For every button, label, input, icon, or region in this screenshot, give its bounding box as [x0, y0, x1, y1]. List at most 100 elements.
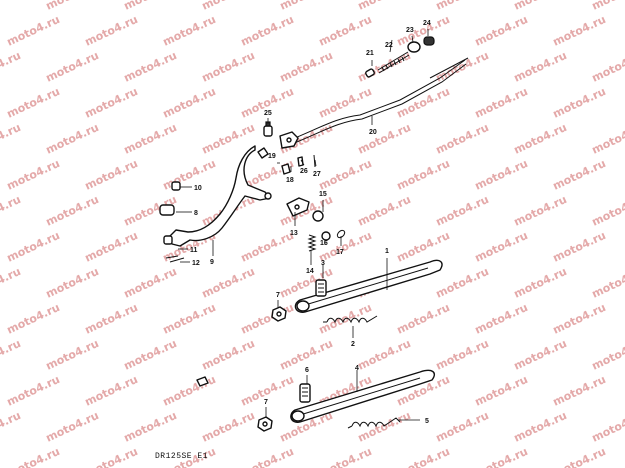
stand-switch-parts [281, 154, 346, 252]
watermark-text: moto4.ru [473, 373, 530, 409]
spring-upper [323, 315, 378, 324]
watermark-text: moto4.ru [590, 0, 625, 13]
watermark-text: moto4.ru [551, 445, 608, 468]
watermark-text: moto4.ru [0, 409, 23, 445]
diagram-code-label: DR125SE E1 [155, 452, 209, 461]
watermark-text: moto4.ru [44, 49, 101, 85]
watermark-text: moto4.ru [473, 13, 530, 49]
watermark-text: moto4.ru [278, 0, 335, 13]
watermark-text: moto4.ru [473, 85, 530, 121]
watermark-text: moto4.ru [356, 0, 413, 13]
watermark-text: moto4.ru [44, 193, 101, 229]
spring-lower [347, 417, 401, 429]
watermark-text: moto4.ru [239, 229, 296, 265]
callout-numbers: 1 2 3 4 5 6 7 7 8 9 10 11 12 13 14 15 16… [190, 20, 431, 425]
callout-23: 23 [406, 27, 414, 34]
watermark-text: moto4.ru [239, 445, 296, 468]
watermark-text: moto4.ru [200, 337, 257, 373]
watermark-text: moto4.ru [5, 85, 62, 121]
callout-13: 13 [290, 230, 298, 237]
callout-26: 26 [300, 168, 308, 175]
loose-clip [196, 376, 209, 387]
watermark-text: moto4.ru [551, 85, 608, 121]
watermark-text: moto4.ru [161, 85, 218, 121]
watermark-text: moto4.ru [317, 13, 374, 49]
watermark-text: moto4.ru [473, 157, 530, 193]
watermark-text: moto4.ru [239, 13, 296, 49]
watermark-text: moto4.ru [83, 229, 140, 265]
brake-pedal-lever [169, 145, 272, 247]
watermark-text: moto4.ru [395, 445, 452, 468]
watermark-text: moto4.ru [434, 193, 491, 229]
callout-7-lower: 7 [264, 399, 268, 406]
callout-3: 3 [321, 260, 325, 267]
callout-2: 2 [351, 341, 355, 348]
nut-upper [271, 306, 287, 322]
side-stand-lower [290, 369, 436, 423]
watermark-text: moto4.ru [0, 337, 23, 373]
pivot-bolt-lower [299, 383, 311, 403]
watermark-text: moto4.ru [200, 409, 257, 445]
watermark-text: moto4.ru [512, 337, 569, 373]
watermark-text: moto4.ru [5, 157, 62, 193]
watermark-text: moto4.ru [395, 301, 452, 337]
watermark-text: moto4.ru [122, 265, 179, 301]
watermark-text: moto4.ru [551, 373, 608, 409]
watermark-text: moto4.ru [590, 49, 625, 85]
nut-lower [257, 416, 273, 432]
watermark-text: moto4.ru [551, 301, 608, 337]
watermark-text: moto4.ru [161, 301, 218, 337]
watermark-text: moto4.ru [5, 445, 62, 468]
watermark-text: moto4.ru [590, 409, 625, 445]
watermark-text: moto4.ru [473, 301, 530, 337]
callout-14: 14 [306, 268, 314, 275]
callout-17: 17 [336, 249, 344, 256]
watermark-text: moto4.ru [590, 337, 625, 373]
callout-11: 11 [190, 247, 198, 254]
watermark-text: moto4.ru [83, 445, 140, 468]
watermark-text: moto4.ru [44, 409, 101, 445]
watermark-text: moto4.ru [356, 121, 413, 157]
watermark-text: moto4.ru [434, 121, 491, 157]
watermark-text: moto4.ru [551, 157, 608, 193]
callout-7-upper: 7 [276, 292, 280, 299]
watermark-text: moto4.ru [122, 49, 179, 85]
watermark-text: moto4.ru [5, 301, 62, 337]
watermark-text: moto4.ru [356, 409, 413, 445]
callout-12: 12 [192, 260, 200, 267]
watermark-text: moto4.ru [512, 121, 569, 157]
watermark-text: moto4.ru [590, 121, 625, 157]
watermark-text: moto4.ru [83, 85, 140, 121]
watermark-text: moto4.ru [434, 0, 491, 13]
watermark-text: moto4.ru [317, 85, 374, 121]
callout-4: 4 [355, 365, 359, 372]
watermark-text: moto4.ru [551, 13, 608, 49]
watermark-text: moto4.ru [395, 229, 452, 265]
side-stand-upper [294, 259, 443, 313]
rod-adjuster-parts [365, 36, 435, 78]
callout-1: 1 [385, 248, 389, 255]
watermark-text: moto4.ru [122, 337, 179, 373]
watermark-text: moto4.ru [512, 49, 569, 85]
pivot-bolt-upper [315, 279, 327, 297]
watermark-text: moto4.ru [512, 409, 569, 445]
callout-20: 20 [369, 129, 377, 136]
callout-18: 18 [286, 177, 294, 184]
watermark-text: moto4.ru [83, 13, 140, 49]
callout-27: 27 [313, 171, 321, 178]
watermark-text: moto4.ru [44, 121, 101, 157]
callout-24: 24 [423, 20, 431, 27]
watermark-text: moto4.ru [395, 13, 452, 49]
callout-16: 16 [320, 240, 328, 247]
watermark-text: moto4.ru [0, 49, 23, 85]
watermark-text: moto4.ru [161, 13, 218, 49]
watermark-text: moto4.ru [317, 157, 374, 193]
callout-22: 22 [385, 42, 393, 49]
callout-19: 19 [268, 153, 276, 160]
watermark-text: moto4.ru [512, 265, 569, 301]
watermark-text: moto4.ru [5, 229, 62, 265]
callout-15: 15 [319, 191, 327, 198]
watermark-text: moto4.ru [590, 193, 625, 229]
